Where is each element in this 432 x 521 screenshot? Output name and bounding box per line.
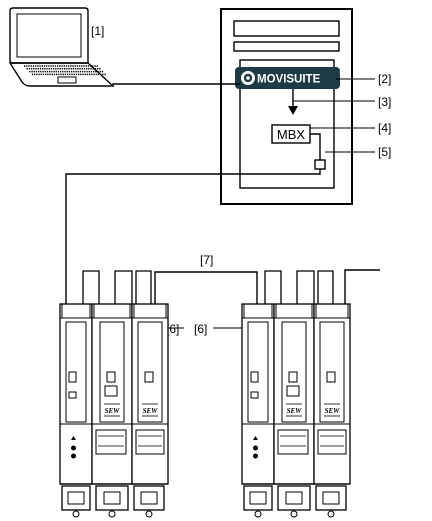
callout-6a: [6]	[166, 322, 179, 336]
svg-text:SEW: SEW	[325, 407, 341, 415]
pc-tower-icon	[220, 8, 353, 205]
network-cable	[154, 271, 258, 304]
interface-port-icon	[314, 159, 326, 170]
mbx-label: MBX	[277, 127, 306, 142]
callout-4: [4]	[378, 121, 391, 135]
movisuite-logo-icon	[235, 67, 343, 89]
callout-3: [3]	[378, 95, 391, 109]
callout-7: [7]	[200, 253, 213, 267]
callout-5: [5]	[378, 145, 391, 159]
svg-text:SEW: SEW	[105, 407, 121, 415]
inverter-group-1: SEW SEW	[59, 270, 169, 518]
flow-arrow	[288, 89, 298, 115]
inverter-group-2: SEW SEW	[241, 270, 351, 518]
callout-1: [1]	[91, 24, 104, 38]
svg-text:SEW: SEW	[287, 407, 303, 415]
movisuite-logo-text: MOVISUITE	[257, 74, 321, 86]
interface-cable	[65, 169, 321, 304]
callout-6b: [6]	[194, 322, 207, 336]
callout-2: [2]	[378, 72, 391, 86]
svg-text:SEW: SEW	[143, 407, 159, 415]
laptop-icon	[8, 7, 115, 87]
